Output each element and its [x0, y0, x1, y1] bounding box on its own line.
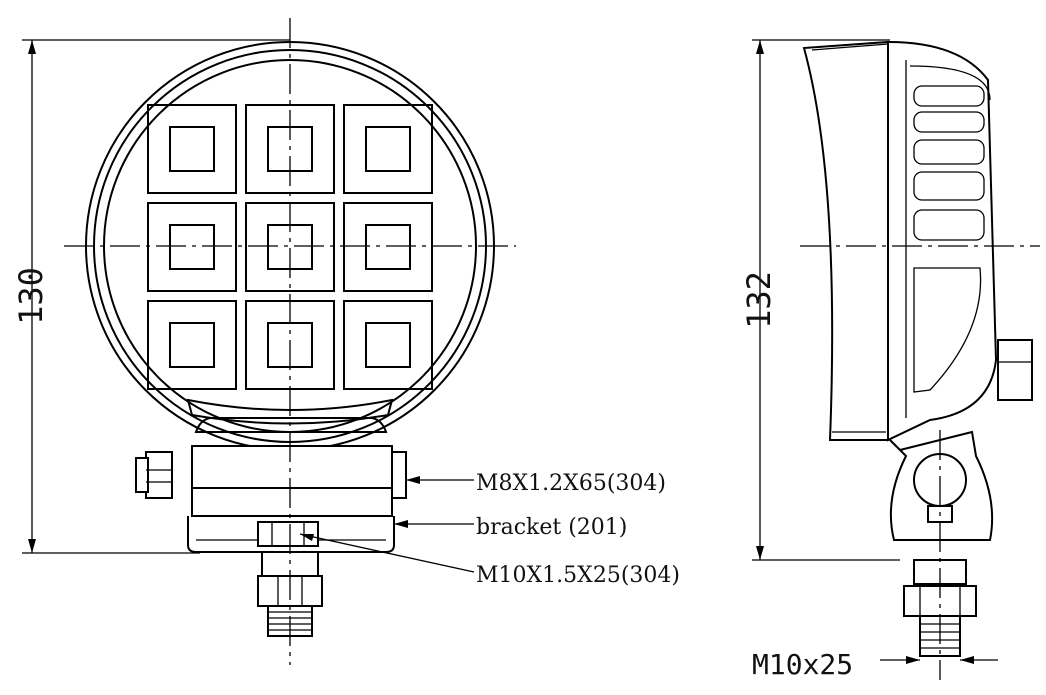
side-view: 132	[740, 39, 1040, 681]
side-height-dimension: 132	[740, 39, 900, 561]
led-module-3	[343, 104, 433, 194]
front-view: 130	[12, 18, 680, 665]
fin-3	[913, 139, 985, 165]
fin-2	[913, 111, 985, 133]
led-module-4	[147, 202, 237, 292]
mounting-bracket	[135, 417, 407, 553]
lens-profile	[802, 40, 889, 441]
thread-label: M10x25	[752, 648, 853, 681]
bolt-callout: M8X1.2X65(304)	[476, 471, 666, 496]
bracket-callout: bracket (201)	[476, 515, 627, 540]
led-module-7	[147, 300, 237, 390]
led-module-6	[343, 202, 433, 292]
front-height-label: 130	[12, 267, 50, 325]
fin-1	[913, 85, 985, 107]
fin-5	[913, 209, 985, 241]
front-callouts: M8X1.2X65(304) bracket (201) M10X1.5X25(…	[299, 471, 680, 588]
led-module-1	[147, 104, 237, 194]
led-module-9	[343, 300, 433, 390]
screw-callout: M10X1.5X25(304)	[476, 563, 680, 588]
thread-dimension: M10x25	[752, 648, 998, 681]
side-stud	[903, 559, 977, 657]
front-centerlines	[64, 18, 516, 665]
side-height-label: 132	[740, 271, 778, 329]
front-height-dimension: 130	[12, 39, 290, 554]
side-bracket	[889, 430, 994, 541]
heat-sink	[887, 40, 1033, 442]
side-centerlines	[800, 245, 1040, 680]
fin-4	[913, 171, 985, 201]
